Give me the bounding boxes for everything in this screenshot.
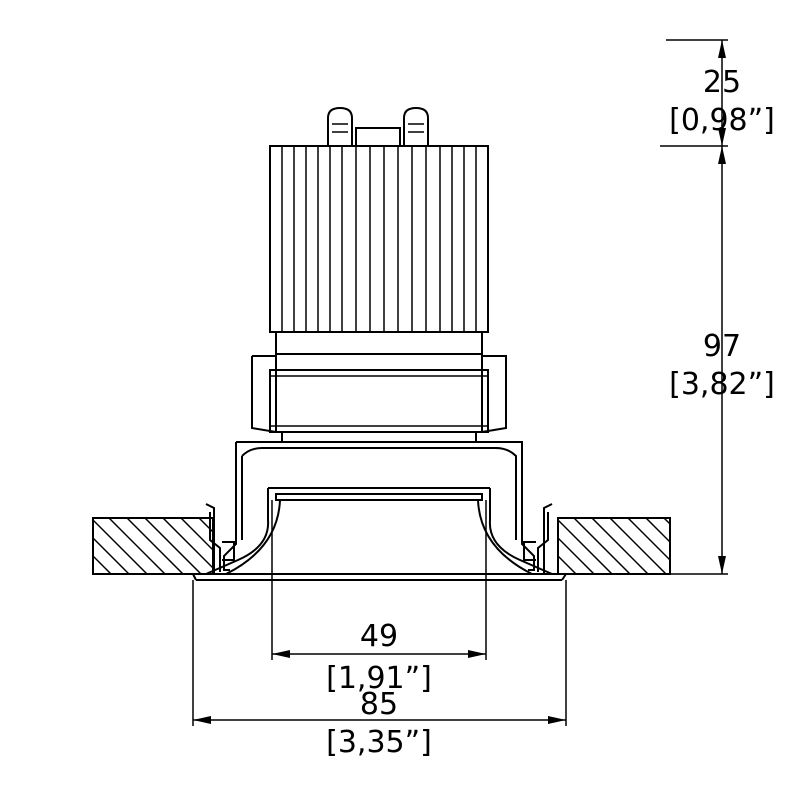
hatch-line [682,518,738,574]
ceiling-section-right [557,517,774,575]
spring-clip-left [205,503,235,574]
hatch-line [253,518,309,574]
spring-clip-right [523,503,553,574]
hatch-line [162,518,213,570]
height-body-inch-label: [3,82”] [669,367,775,402]
height-top-inch-label: [0,98”] [669,103,775,138]
aperture-width-mm-label: 49 [360,619,398,654]
hatch-line [558,536,595,574]
hatch-line [93,554,112,574]
hatch-line [609,518,667,574]
hatch-line [558,554,577,574]
aperture-width-inch-label: [1,91”] [326,661,432,696]
aperture-dimension [271,500,487,660]
hatch-line [700,518,756,574]
reflector-housing [205,441,553,575]
height-top-mm-label: 25 [703,65,741,100]
hatch-line [591,518,649,574]
hatch-line [93,572,94,574]
hatch-line [558,518,613,574]
vertical-dimension [660,39,728,575]
ceiling-section-left [92,517,309,575]
trim-width-mm-label: 85 [360,687,398,722]
hatch-line [180,518,213,552]
hatch-line [663,518,670,526]
height-body-mm-label: 97 [703,329,741,364]
hatch-line [718,518,774,574]
hatch-line [108,518,166,574]
trim-flange [192,573,567,581]
hatch-line [627,518,670,562]
trim-dimension [192,580,567,726]
hatch-line [645,518,670,544]
hatch-line [93,536,130,574]
hatch-line [93,518,148,574]
hatch-line [573,518,631,574]
hatch-line [144,518,202,574]
hatch-line [198,518,213,534]
driver-housing [251,331,507,442]
heat-sink [269,145,489,333]
hatch-line [558,572,559,574]
trim-width-inch-label: [3,35”] [326,725,432,760]
hatch-line [126,518,184,574]
connector-pins [327,106,429,147]
